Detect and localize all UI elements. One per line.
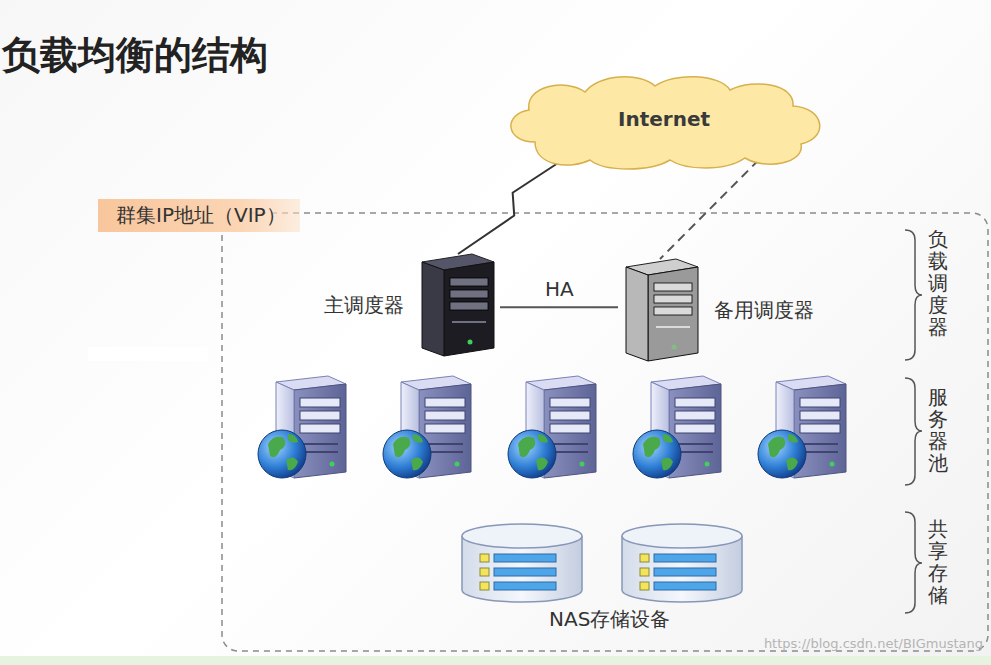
- storage-label: NAS存储设备: [549, 606, 670, 633]
- server-icon: [414, 250, 500, 360]
- server-node: 备用调度器: [618, 255, 814, 365]
- tier-label: 服务器池: [928, 386, 948, 474]
- edge-label: HA: [542, 277, 577, 301]
- connector: [660, 160, 759, 259]
- connector: [458, 160, 563, 254]
- server-label: 主调度器: [324, 292, 404, 319]
- diagram-title: 负载均衡的结构: [2, 30, 268, 81]
- connector-line: [660, 160, 759, 259]
- tier-label: 共享存储: [928, 518, 948, 606]
- highlight-band: 群集IP地址（VIP）: [98, 199, 300, 232]
- tier-label: 负载调度器: [928, 228, 948, 338]
- cloud-node: Internet: [495, 72, 833, 172]
- server-label: 备用调度器: [714, 297, 814, 324]
- vip-label: 群集IP地址（VIP）: [116, 202, 286, 229]
- watermark: https://blog.csdn.net/BIGmustang: [764, 636, 983, 651]
- connector: [500, 307, 618, 308]
- connector-line: [458, 160, 563, 254]
- cloud-label: Internet: [618, 107, 710, 131]
- server-node: 主调度器: [324, 250, 500, 360]
- server-icon: [618, 255, 704, 365]
- connector-line: [500, 306, 618, 308]
